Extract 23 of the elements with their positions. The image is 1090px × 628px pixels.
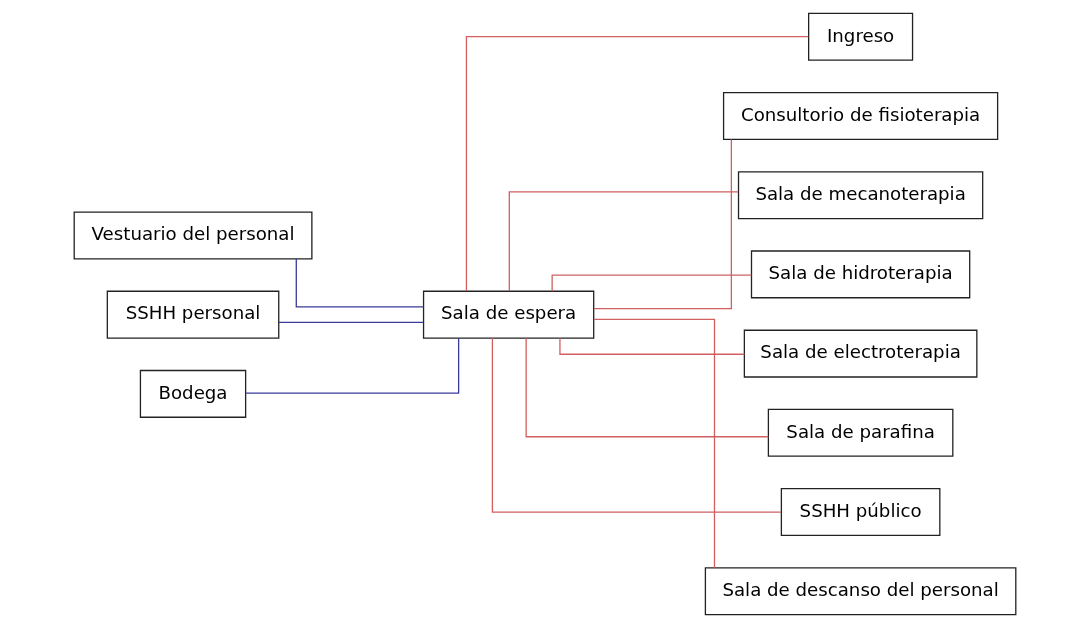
connector	[508, 191, 739, 292]
node-box: SSHH personal	[106, 290, 280, 339]
node-box: Ingreso	[808, 12, 914, 61]
connector	[465, 36, 809, 292]
node-box: Sala de hidroterapia	[750, 250, 971, 299]
node-box: Sala de parafina	[767, 408, 954, 457]
node-box: Bodega	[139, 369, 247, 418]
node-box: Sala de descanso del personal	[704, 567, 1017, 616]
node-box: Vestuario del personal	[73, 211, 313, 260]
node-box: Sala de mecanoterapia	[737, 171, 984, 220]
connector	[593, 318, 716, 569]
node-box: Consultorio de fisioterapia	[722, 91, 999, 140]
node-box: Sala de espera	[422, 290, 595, 339]
connector	[245, 337, 460, 394]
connector	[295, 258, 425, 308]
node-box: Sala de electroterapia	[743, 329, 978, 378]
connector	[551, 274, 753, 292]
node-box: SSHH público	[780, 488, 941, 537]
connector	[491, 337, 782, 513]
connector	[525, 337, 769, 438]
connector	[278, 321, 424, 324]
connector	[593, 138, 732, 310]
connector	[559, 337, 745, 355]
